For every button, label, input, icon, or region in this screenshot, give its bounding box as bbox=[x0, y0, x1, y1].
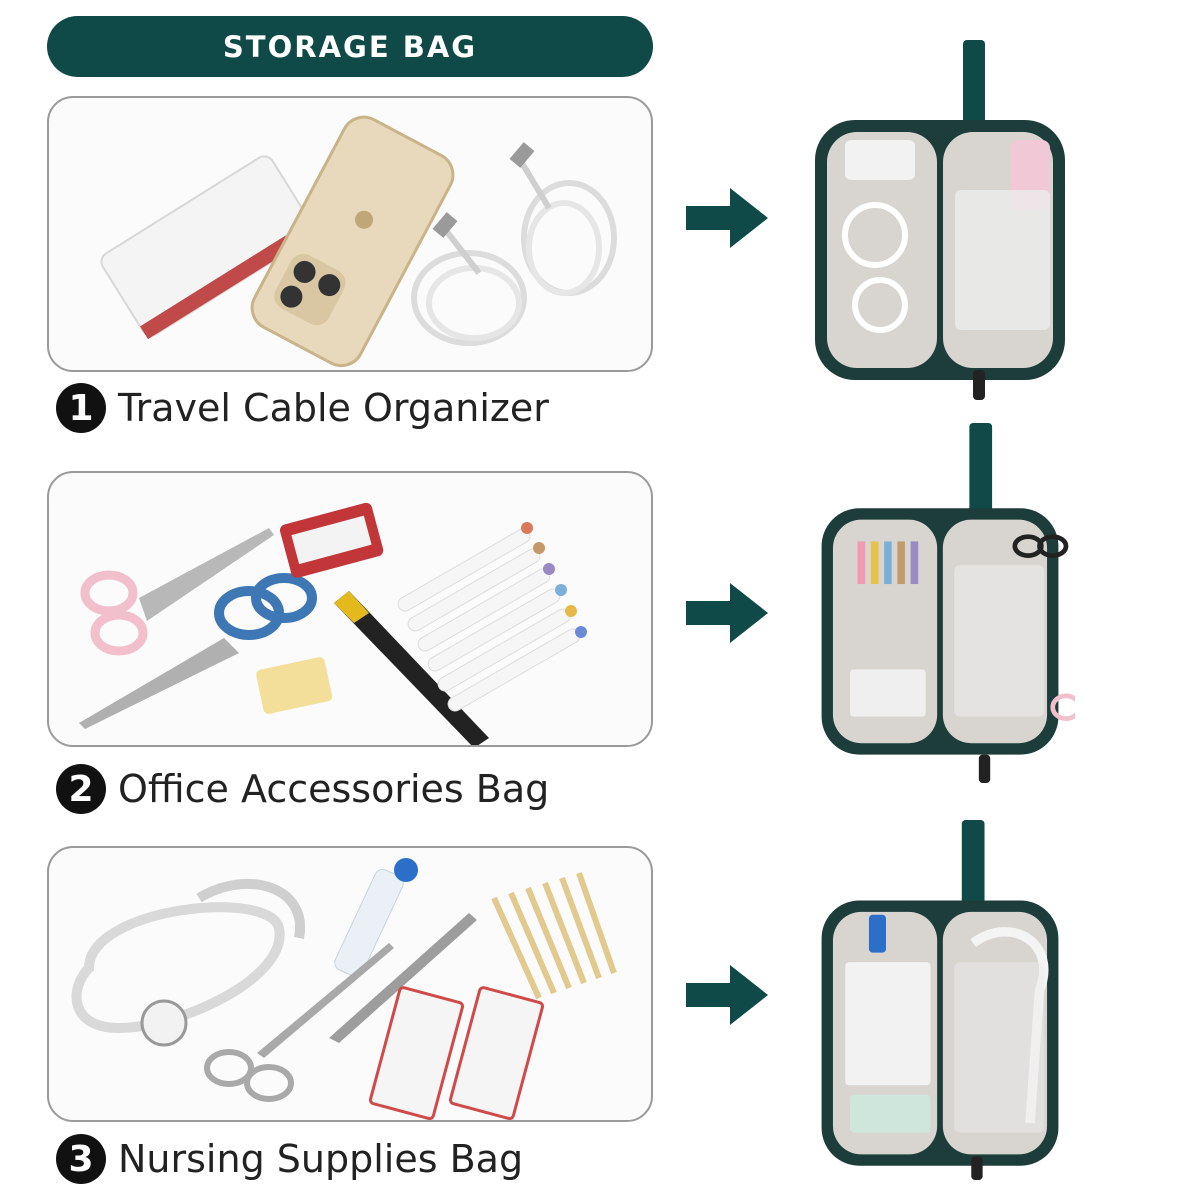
nursing-items-panel bbox=[47, 846, 653, 1122]
eraser-icon bbox=[256, 657, 333, 714]
usb-cable-icon bbox=[411, 156, 617, 346]
thermometer-icon bbox=[334, 868, 404, 978]
arrow-right-icon bbox=[686, 188, 768, 248]
storage-bag-banner: STORAGE BAG bbox=[47, 16, 653, 77]
section-2-title: Office Accessories Bag bbox=[118, 767, 550, 811]
alcohol-pad-icon bbox=[368, 986, 465, 1120]
nursing-items-illustration bbox=[71, 858, 617, 1120]
arrow-right-icon bbox=[686, 965, 768, 1025]
smartphone-icon bbox=[250, 115, 455, 368]
stethoscope-icon bbox=[71, 879, 306, 1034]
blue-scissors-icon bbox=[79, 573, 317, 729]
cotton-swabs-icon bbox=[491, 872, 617, 1000]
medical-scissors-icon bbox=[204, 943, 394, 1102]
stethoscope-chest-piece-icon bbox=[140, 999, 188, 1047]
pink-scissors-icon bbox=[80, 528, 274, 656]
office-items-panel bbox=[47, 471, 653, 747]
circled-number-2-icon: 2 bbox=[56, 764, 106, 814]
cable-items-illustration bbox=[100, 115, 617, 368]
office-items-illustration bbox=[79, 502, 587, 745]
cable-items-panel bbox=[47, 96, 653, 372]
alcohol-pad-icon bbox=[448, 986, 545, 1120]
arrow-right-icon bbox=[686, 583, 768, 643]
section-3-label: 3 Nursing Supplies Bag bbox=[56, 1133, 523, 1185]
section-3-title: Nursing Supplies Bag bbox=[118, 1137, 524, 1181]
banner-title: STORAGE BAG bbox=[222, 29, 478, 64]
nursing-supplies-bag-image bbox=[821, 820, 1059, 1180]
cable-organizer-bag-image bbox=[815, 40, 1065, 400]
tweezers-icon bbox=[329, 913, 477, 1043]
section-2-label: 2 Office Accessories Bag bbox=[56, 763, 549, 815]
office-accessories-bag-image bbox=[821, 423, 1075, 783]
highlighter-pens-icon bbox=[397, 522, 587, 712]
section-1-label: 1 Travel Cable Organizer bbox=[56, 382, 549, 434]
circled-number-3-icon: 3 bbox=[56, 1134, 106, 1184]
power-bank-icon bbox=[100, 155, 318, 340]
section-1-title: Travel Cable Organizer bbox=[118, 386, 549, 430]
circled-number-1-icon: 1 bbox=[56, 383, 106, 433]
